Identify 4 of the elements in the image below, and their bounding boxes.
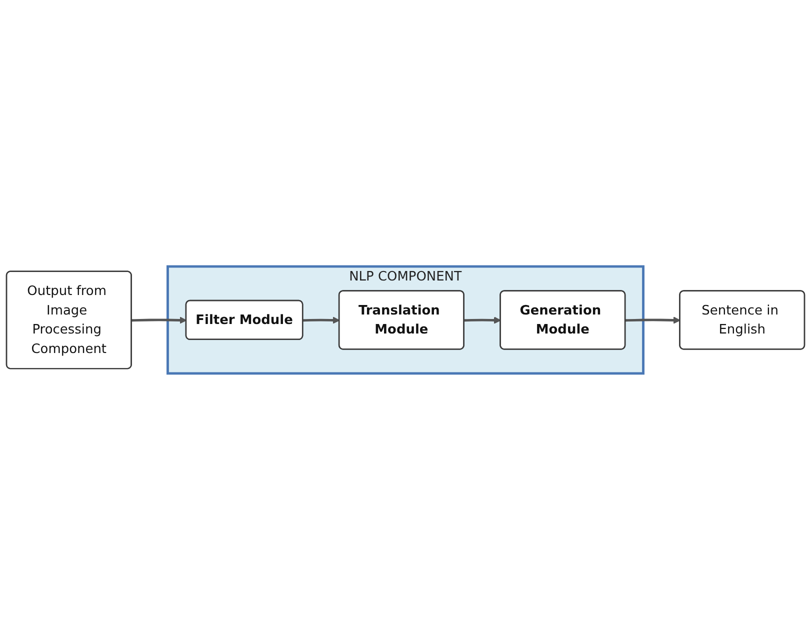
arrow <box>464 316 501 324</box>
arrow <box>302 316 340 324</box>
arrow <box>132 316 187 324</box>
arrow <box>625 316 680 324</box>
